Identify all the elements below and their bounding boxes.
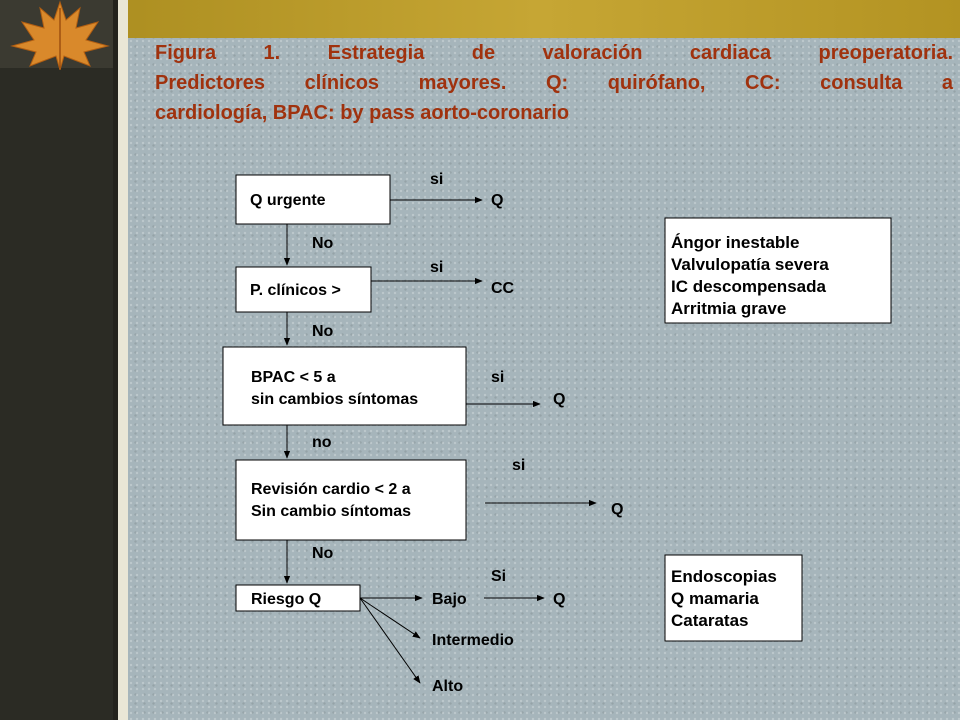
low-risk-procedure-1: Endoscopias [671, 567, 777, 586]
box-urgent [235, 174, 391, 225]
major-predictor-3: IC descompensada [671, 277, 826, 296]
box-review-label-1: Revisión cardio < 2 a [251, 481, 411, 498]
title-line-2: Predictores clínicos mayores. Q: quirófa… [155, 72, 953, 94]
risk-mid-label: Intermedio [432, 632, 514, 649]
risk-low-label: Bajo [432, 591, 467, 608]
major-predictor-4: Arritmia grave [671, 299, 786, 318]
box-low-risk-procedures [664, 554, 803, 642]
left-panel-inner [0, 68, 113, 720]
no-label-2: No [312, 323, 334, 340]
yes-label-3: si [491, 369, 504, 386]
low-risk-procedure-3: Cataratas [671, 611, 749, 630]
yes-label-1: si [430, 171, 443, 188]
left-panel-edge [113, 0, 118, 720]
box-risk-label: Riesgo Q [251, 591, 321, 608]
outcome-5: Q [553, 591, 565, 608]
outcome-4: Q [611, 501, 623, 518]
left-panel [0, 0, 118, 720]
box-bpac-label-1: BPAC < 5 a [251, 369, 336, 386]
no-label-1: No [312, 235, 334, 252]
box-clinical-label: P. clínicos > [250, 282, 341, 299]
yes-label-2: si [430, 259, 443, 276]
box-urgent-label: Q urgente [250, 192, 326, 209]
title-line-1: Figura 1. Estrategia de valoración cardi… [155, 42, 953, 64]
major-predictor-1: Ángor inestable [671, 233, 799, 252]
major-predictor-2: Valvulopatía severa [671, 255, 829, 274]
outcome-1: Q [491, 192, 503, 209]
box-clinical-predictors [235, 266, 372, 313]
title-line-3: cardiología, BPAC: by pass aorto-coronar… [155, 102, 570, 124]
box-cardio-review [235, 459, 467, 541]
no-label-3: no [312, 434, 332, 451]
box-major-predictors [664, 217, 892, 324]
outcome-2: CC [491, 280, 515, 297]
box-bpac-label-2: sin cambios síntomas [251, 391, 418, 408]
box-bpac [222, 346, 467, 426]
low-risk-procedure-2: Q mamaria [671, 589, 759, 608]
risk-high-label: Alto [432, 678, 463, 695]
slide-title: Figura 1. Estrategia de valoración cardi… [155, 38, 953, 128]
arrow-risk-mid [359, 597, 421, 639]
yes-label-4: si [512, 457, 525, 474]
arrow-risk-high [359, 597, 421, 684]
yes-label-5: Si [491, 568, 506, 585]
maple-leaf-icon [10, 0, 110, 70]
no-label-4: No [312, 545, 334, 562]
box-review-label-2: Sin cambio síntomas [251, 503, 411, 520]
accent-stripe [118, 0, 128, 720]
outcome-3: Q [553, 391, 565, 408]
box-surgical-risk [235, 584, 361, 612]
